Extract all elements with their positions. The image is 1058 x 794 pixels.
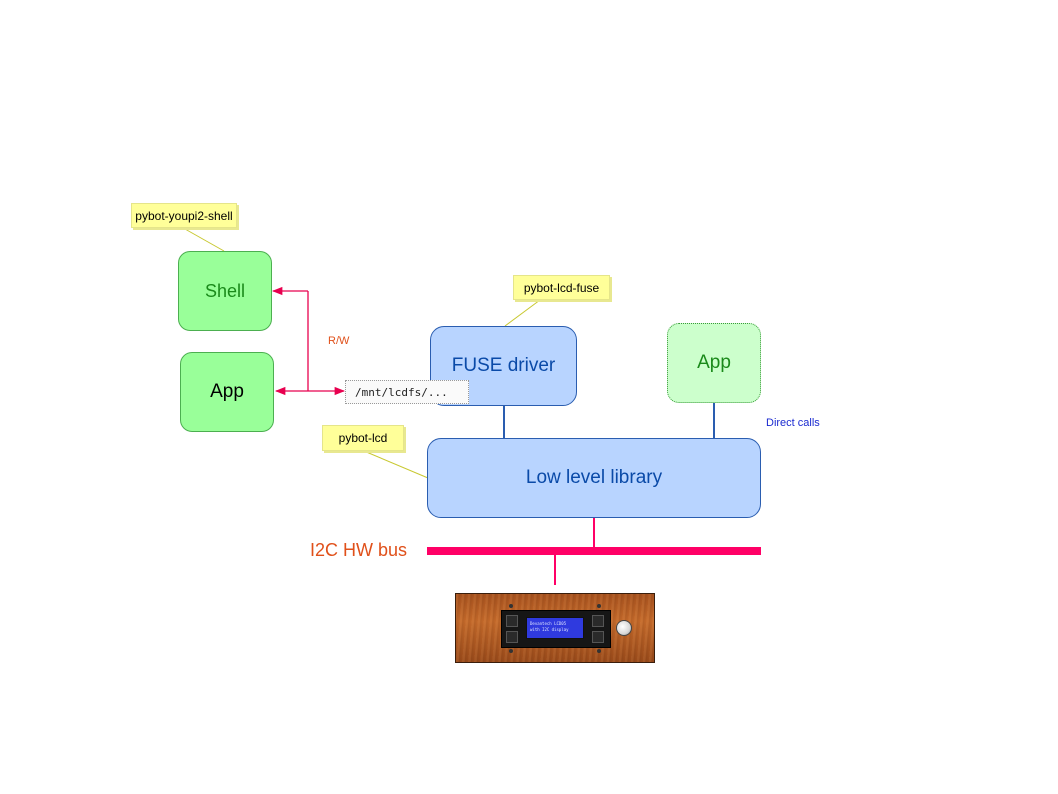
screw <box>509 604 513 608</box>
screw <box>597 604 601 608</box>
note-anchor-fuse <box>504 299 541 327</box>
fuse-driver-node-label: FUSE driver <box>451 355 556 376</box>
app-right-node[interactable]: App <box>667 323 761 403</box>
lcd-module: Devantech LCD05 with I2C display <box>501 610 611 648</box>
i2c-bus-label: I2C HW bus <box>310 540 408 560</box>
lcd-key <box>592 631 604 643</box>
screw <box>509 649 513 653</box>
low-level-library-node-label: Low level library <box>525 467 663 488</box>
shell-node-label: Shell <box>204 280 246 301</box>
note-pybot-lcd-fuse: pybot-lcd-fuse <box>513 275 610 300</box>
low-level-library-node[interactable]: Low level library <box>427 438 761 518</box>
note-pybot-youpi2-shell: pybot-youpi2-shell <box>131 203 237 228</box>
lcd-key <box>506 615 518 627</box>
direct-calls-label: Direct calls <box>766 417 820 429</box>
mount-path-label: /mnt/lcdfs/... <box>345 380 469 404</box>
contrast-knob-icon <box>616 620 632 636</box>
note-anchor-lib <box>363 450 429 479</box>
app-left-node-label: App <box>210 381 244 402</box>
app-right-node-label: App <box>697 352 731 373</box>
lcd-device-photo: Devantech LCD05 with I2C display <box>455 593 655 663</box>
lcd-screen-line-1: Devantech LCD05 <box>530 621 567 626</box>
note-anchor-shell <box>184 228 225 252</box>
lcd-screen-line-2: with I2C display <box>530 627 569 632</box>
app-left-node[interactable]: App <box>180 352 274 432</box>
shell-node[interactable]: Shell <box>178 251 272 331</box>
lcd-key <box>506 631 518 643</box>
screw <box>597 649 601 653</box>
lcd-screen: Devantech LCD05 with I2C display <box>526 617 584 639</box>
rw-label: R/W <box>328 335 350 347</box>
lcd-key <box>592 615 604 627</box>
note-pybot-lcd: pybot-lcd <box>322 425 404 451</box>
